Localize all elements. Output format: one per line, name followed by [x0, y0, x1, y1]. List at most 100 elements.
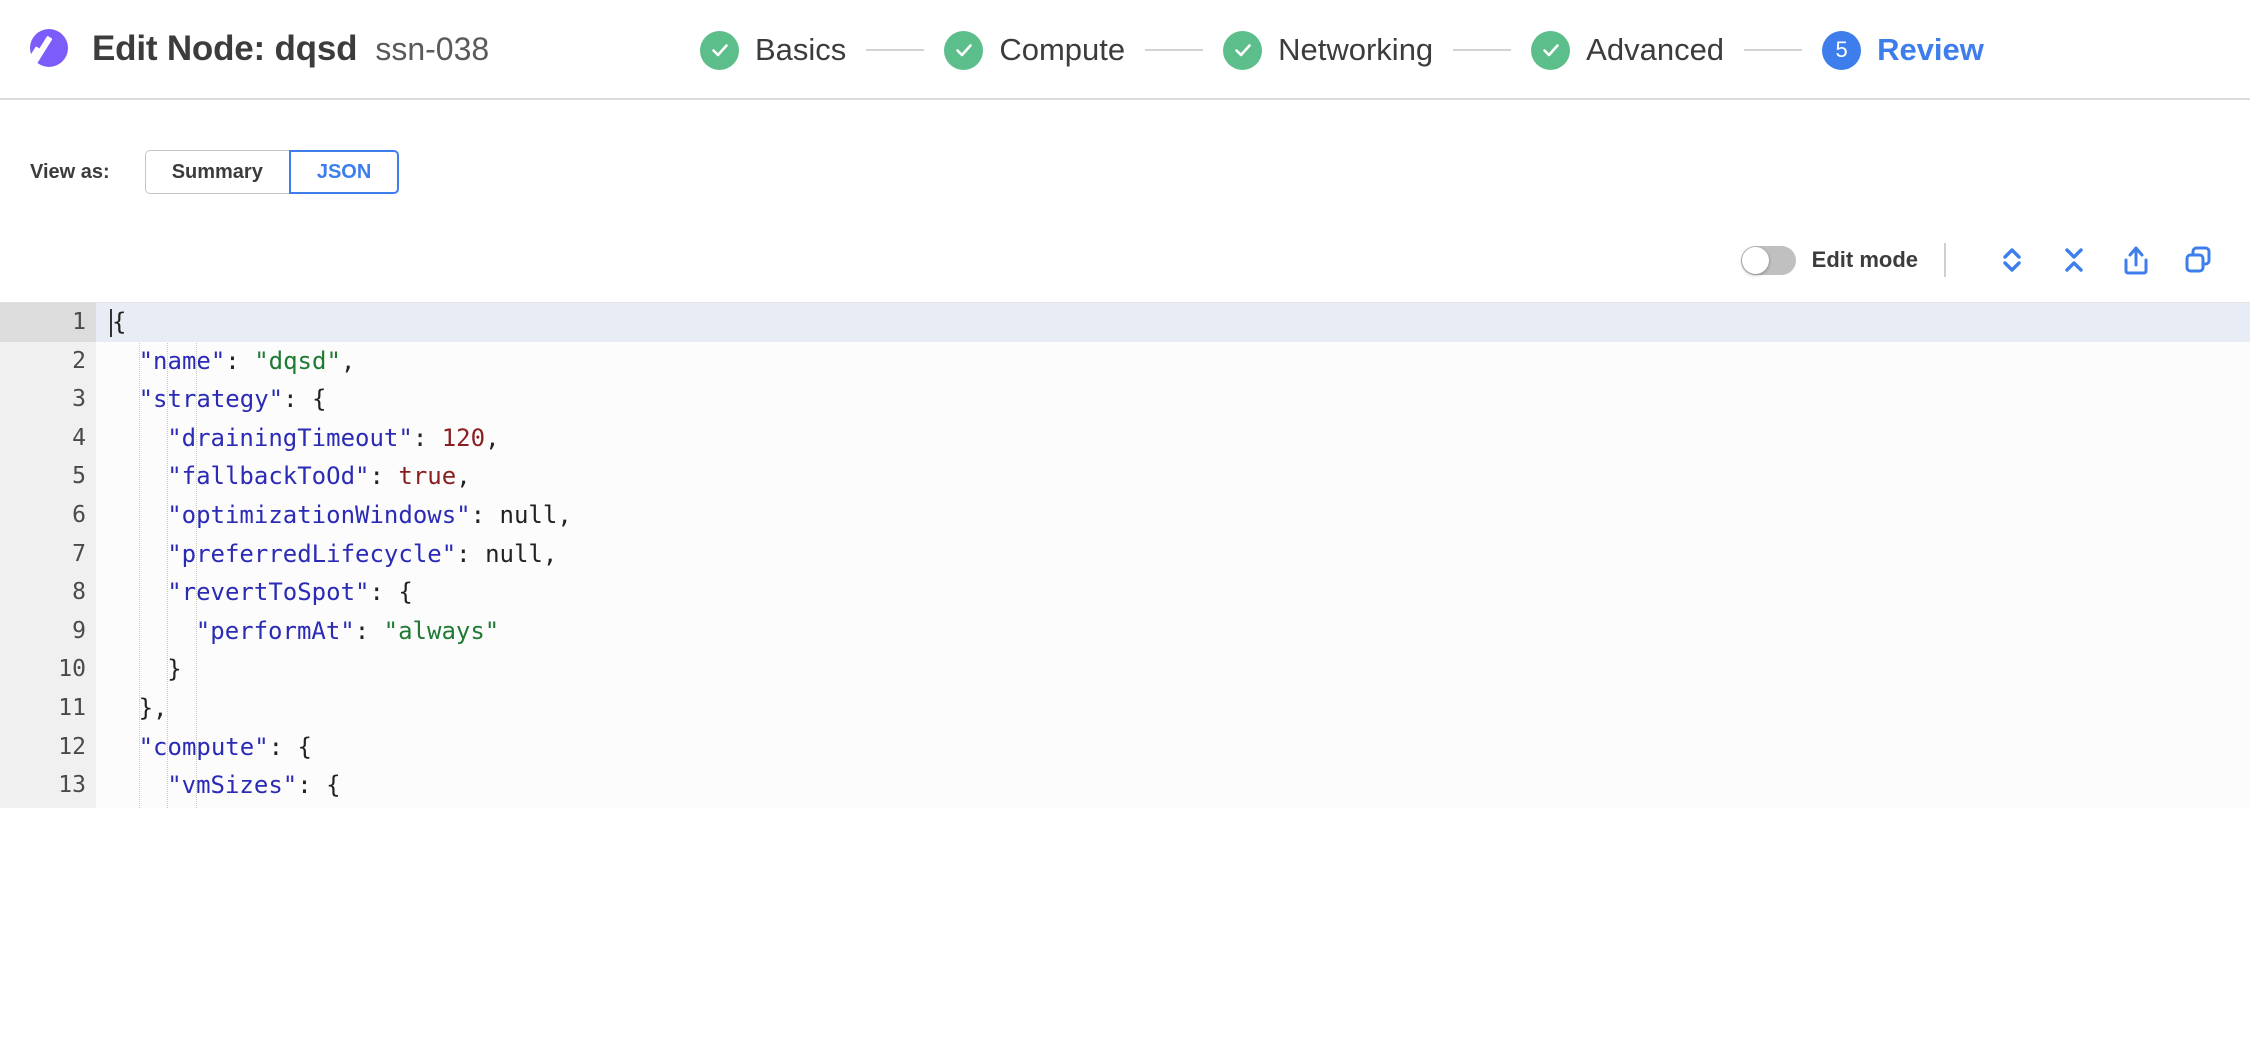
collapse-all-icon[interactable]: [2052, 240, 2096, 280]
check-icon: [1223, 30, 1263, 70]
indent-guide: [167, 303, 169, 808]
indent-guide: [138, 303, 140, 808]
line-number: 7: [0, 535, 96, 574]
code-token: "name": [138, 346, 226, 375]
view-as-toggle-group: Summary JSON: [144, 150, 400, 194]
step-connector: [1744, 49, 1803, 51]
line-number-text: 3: [72, 386, 86, 413]
view-as-json-button[interactable]: JSON: [288, 150, 400, 194]
wizard-step-basics[interactable]: Basics: [700, 30, 847, 70]
editor-code-area[interactable]: {"name": "dqsd","strategy": {"drainingTi…: [96, 303, 2250, 808]
wizard-stepper: Basics Compute Networking Advanced 5 Review: [700, 0, 2250, 98]
json-editor[interactable]: 1234567891011121314151617 {"name": "dqsd…: [0, 302, 2250, 808]
line-number-text: 8: [72, 579, 86, 606]
expand-all-icon[interactable]: [1990, 240, 2034, 280]
step-label: Review: [1877, 32, 1984, 67]
edit-mode-label: Edit mode: [1811, 247, 1918, 272]
app-header: Edit Node: dqsd ssn-038 Basics Compute Net…: [0, 0, 2250, 100]
code-token: "strategy": [138, 385, 284, 414]
code-token: {: [112, 308, 127, 336]
line-number: 4: [0, 419, 96, 458]
line-number: 6: [0, 496, 96, 535]
code-line[interactable]: "preferredLifecycle": null,: [96, 535, 2250, 574]
line-number-text: 1: [72, 309, 86, 335]
step-connector: [1145, 49, 1204, 51]
code-token: null: [499, 500, 558, 529]
code-line[interactable]: "optimizationWindows": null,: [96, 496, 2250, 535]
view-as-label: View as:: [30, 160, 110, 183]
wizard-step-advanced[interactable]: Advanced: [1531, 30, 1725, 70]
view-as-summary-button[interactable]: Summary: [144, 150, 290, 194]
code-line[interactable]: }: [96, 650, 2250, 689]
code-line[interactable]: "name": "dqsd",: [96, 342, 2250, 381]
code-token: : [: [355, 805, 398, 808]
step-label: Basics: [755, 32, 847, 67]
wizard-step-review[interactable]: 5 Review: [1822, 30, 1984, 70]
wizard-step-networking[interactable]: Networking: [1223, 30, 1433, 70]
code-token: },: [138, 693, 168, 722]
line-number: 2: [0, 342, 96, 381]
code-token: :: [412, 423, 442, 452]
edit-mode-toggle[interactable]: [1740, 245, 1796, 275]
line-number: 5: [0, 457, 96, 496]
code-line[interactable]: {: [96, 303, 2250, 342]
code-token: : {: [297, 771, 341, 800]
code-token: :: [456, 539, 486, 568]
line-number-text: 13: [58, 772, 86, 799]
code-line[interactable]: "compute": {: [96, 728, 2250, 767]
export-icon[interactable]: [2114, 240, 2158, 280]
code-token: ,: [485, 423, 500, 452]
check-icon: [944, 30, 984, 70]
code-token: :: [369, 462, 399, 491]
line-number: 10: [0, 650, 96, 689]
wizard-step-compute[interactable]: Compute: [944, 30, 1125, 70]
step-connector: [1453, 49, 1512, 51]
line-number: 14: [0, 805, 96, 808]
line-number-text: 6: [72, 501, 86, 528]
code-token: "revertToSpot": [167, 578, 370, 607]
line-number-text: 9: [72, 617, 86, 644]
code-line[interactable]: "revertToSpot": {: [96, 573, 2250, 612]
code-token: : {: [283, 385, 327, 414]
line-number-text: 12: [58, 733, 86, 760]
copy-icon[interactable]: [2176, 240, 2220, 280]
code-token: : {: [268, 732, 312, 761]
code-token: :: [354, 616, 384, 645]
toolbar-divider: [1944, 243, 1946, 277]
code-line[interactable]: "strategy": {: [96, 380, 2250, 419]
code-token: ,: [456, 462, 471, 491]
code-line[interactable]: "fallbackToOd": true,: [96, 457, 2250, 496]
page-subtitle: ssn-038: [375, 31, 490, 67]
code-line[interactable]: "drainingTimeout": 120,: [96, 419, 2250, 458]
text-cursor: [110, 309, 112, 338]
indent-guide: [195, 303, 197, 808]
line-number-text: 2: [72, 347, 86, 374]
code-token: true: [398, 462, 457, 491]
line-number: 11: [0, 689, 96, 728]
code-line[interactable]: "vmSizes": {: [96, 766, 2250, 805]
editor-line-gutter[interactable]: 1234567891011121314151617: [0, 303, 112, 808]
line-number: 9: [0, 612, 96, 651]
line-number-text: 4: [72, 424, 86, 451]
step-label: Advanced: [1586, 32, 1725, 67]
code-token: :: [225, 346, 255, 375]
code-line[interactable]: },: [96, 689, 2250, 728]
step-connector: [866, 49, 925, 51]
code-token: ,: [557, 500, 572, 529]
code-token: : {: [369, 578, 413, 607]
code-token: "fallbackToOd": [167, 462, 370, 491]
code-token: null: [485, 539, 543, 568]
code-token: ,: [542, 539, 558, 568]
step-number: 5: [1835, 37, 1848, 62]
line-number-text: 14: [58, 805, 86, 808]
code-token: "always": [383, 616, 500, 645]
editor-toolbar: Edit mode: [0, 240, 2250, 280]
code-line[interactable]: "performAt": "always": [96, 612, 2250, 651]
page-title-group: Edit Node: dqsd ssn-038: [92, 29, 489, 69]
code-line[interactable]: "spotSizes": [: [96, 805, 2250, 808]
code-token: "compute": [138, 732, 269, 761]
code-token: }: [167, 655, 182, 684]
code-token: "preferredLifecycle": [167, 539, 457, 568]
code-token: "optimizationWindows": [167, 500, 471, 529]
code-token: "drainingTimeout": [167, 423, 413, 452]
